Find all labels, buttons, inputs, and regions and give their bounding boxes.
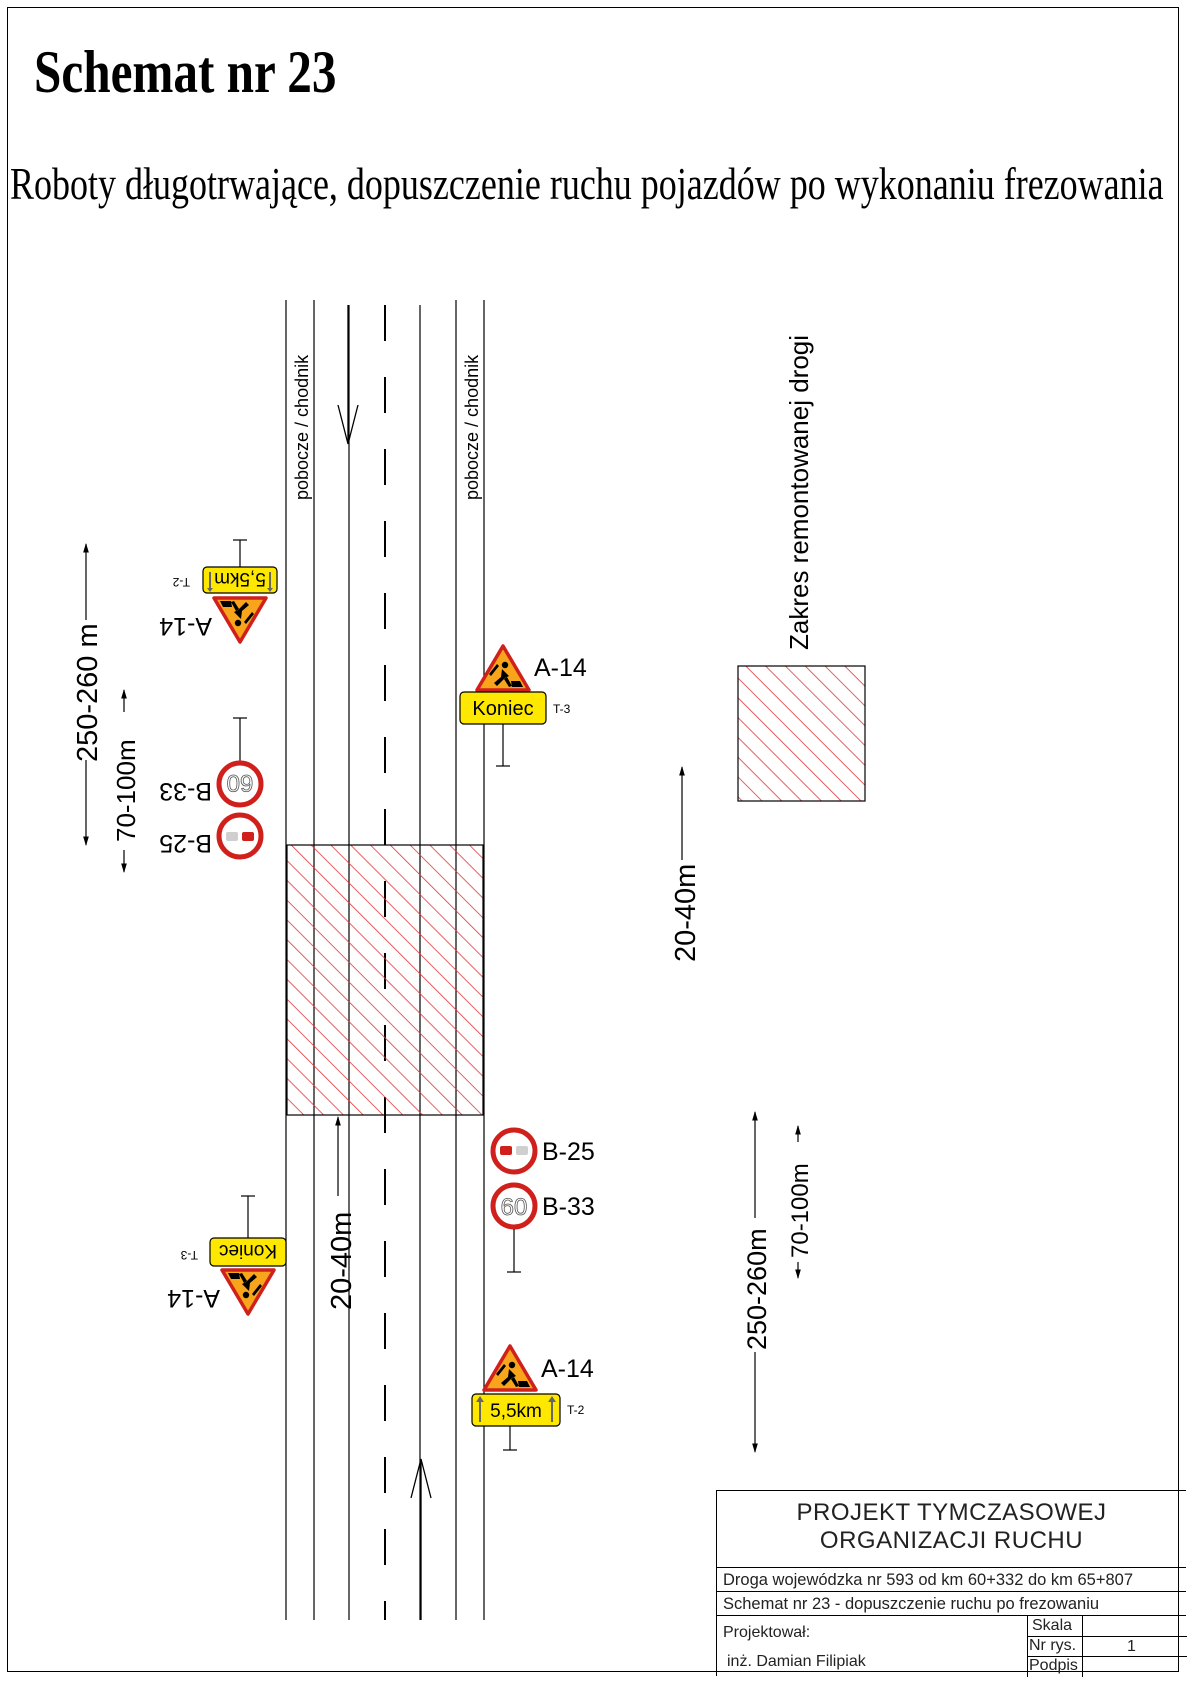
left-b33-b25-group: 60 B-33 B-25	[159, 717, 261, 857]
title-block-scale-label: Skala	[1032, 1617, 1073, 1634]
dimension-gap-lower-label: 20-40m	[326, 1212, 358, 1310]
right-shoulder-label: pobocze / chodnik	[462, 354, 482, 500]
right-t2-label: T-2	[567, 1403, 585, 1417]
dimension-right-short-label: 70-100m	[787, 1163, 814, 1258]
legend-hatch-swatch	[737, 665, 866, 802]
left-t2-label: T-2	[172, 575, 190, 589]
title-block-drawing-no-label: Nr rys.	[1029, 1637, 1077, 1654]
title-block-road: Droga wojewódzka nr 593 od km 60+332 do …	[717, 1568, 1186, 1592]
title-block: PROJEKT TYMCZASOWEJ ORGANIZACJI RUCHU Dr…	[716, 1490, 1187, 1677]
title-block-heading: PROJEKT TYMCZASOWEJ ORGANIZACJI RUCHU	[717, 1491, 1186, 1568]
dimension-left-long-label: 250-260 m	[72, 623, 104, 762]
right-a14-end-label: A-14	[534, 654, 587, 682]
page-title: Schemat nr 23	[34, 39, 337, 105]
left-b33-sign: 60	[219, 763, 261, 805]
title-block-heading-line1: PROJEKT TYMCZASOWEJ	[796, 1499, 1107, 1526]
left-b25-label: B-25	[159, 829, 212, 857]
right-t3-label: T-3	[553, 702, 571, 716]
dimension-gap-upper: 20-40m	[670, 766, 702, 962]
title-block-designed-label: Projektował:	[723, 1624, 811, 1641]
left-a14-sign	[212, 596, 268, 644]
drawing-frame	[7, 7, 1179, 1672]
title-block-scheme: Schemat nr 23 - dopuszczenie ruchu po fr…	[717, 1592, 1186, 1616]
left-speed-limit-text: 60	[227, 769, 254, 796]
right-b25-label: B-25	[542, 1138, 595, 1166]
left-a14-label: A-14	[159, 612, 212, 640]
title-block-heading-line2: ORGANIZACJI RUCHU	[819, 1527, 1084, 1554]
title-block-designer: inż. Damian Filipiak	[727, 1653, 866, 1670]
dimension-left-short: 70-100m	[111, 689, 141, 873]
dimension-left-short-label: 70-100m	[111, 739, 141, 842]
left-distance-plate-text: 5,5km	[214, 568, 266, 589]
legend-label: Zakres remontowanej drogi	[784, 335, 814, 650]
dimension-right-short: 70-100m	[787, 1125, 814, 1279]
dimension-right-long-label: 250-260m	[742, 1228, 772, 1350]
left-t3-label: T-3	[180, 1248, 198, 1262]
right-a14-label: A-14	[541, 1355, 594, 1383]
work-zone-hatch	[286, 844, 484, 1116]
right-b25-sign	[493, 1130, 535, 1172]
right-a14-end-sign	[475, 644, 531, 692]
dimension-left-long: 250-260 m	[72, 543, 104, 846]
left-end-sign-group: Koniec T-3 A-14	[167, 1195, 287, 1316]
dimension-right-long: 250-260m	[742, 1111, 772, 1453]
right-a14-sign	[482, 1344, 538, 1392]
right-b33-sign: 60	[493, 1185, 535, 1227]
direction-arrow-up	[410, 1458, 432, 1620]
right-b33-label: B-33	[542, 1193, 595, 1221]
dimension-gap-upper-label: 20-40m	[670, 864, 702, 962]
left-b25-sign	[219, 815, 261, 857]
right-end-sign-group: A-14 Koniec T-3	[459, 644, 587, 767]
left-a14-end-sign	[220, 1268, 276, 1316]
title-block-drawing-no: 1	[1127, 1638, 1136, 1655]
dimension-gap-lower: 20-40m	[326, 1116, 358, 1310]
direction-arrow-down	[337, 305, 359, 445]
left-a14-sign-group: 5,5km T-2 A-14	[159, 539, 278, 644]
left-a14-end-label: A-14	[167, 1284, 220, 1312]
right-distance-plate-text: 5,5km	[490, 1401, 542, 1422]
right-b25-b33-group: B-25 60 B-33	[493, 1130, 595, 1273]
page-subtitle: Roboty długotrwające, dopuszczenie ruchu…	[10, 159, 1164, 209]
left-b33-label: B-33	[159, 777, 212, 805]
right-a14-sign-group: A-14 5,5km T-2	[471, 1344, 594, 1451]
title-block-signature-label: Podpis	[1029, 1657, 1078, 1674]
left-koniec-text: Koniec	[219, 1240, 277, 1261]
left-shoulder-label: pobocze / chodnik	[292, 354, 312, 500]
right-speed-limit-text: 60	[501, 1194, 528, 1221]
right-koniec-text: Koniec	[472, 698, 533, 720]
